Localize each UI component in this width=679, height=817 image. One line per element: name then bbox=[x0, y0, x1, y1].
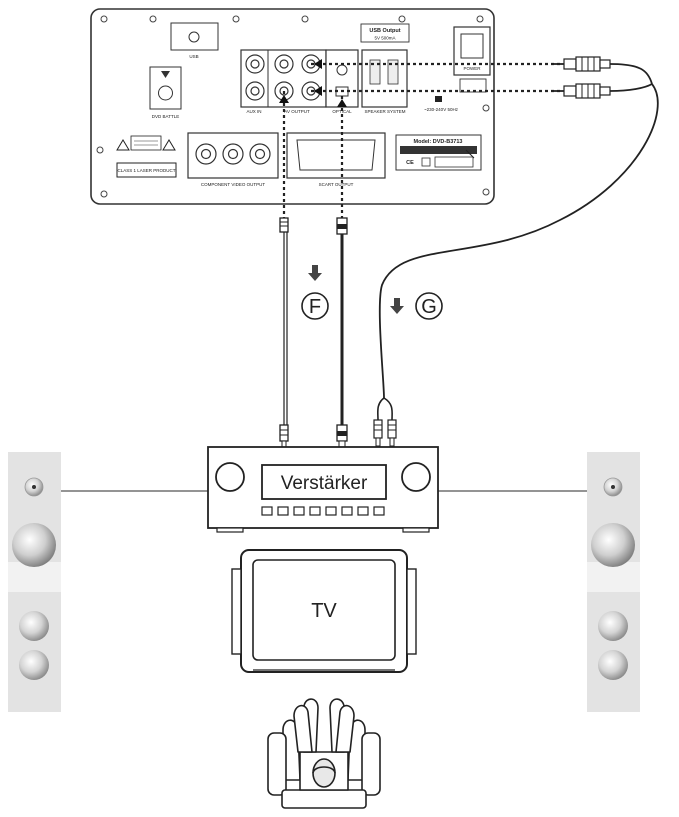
speaker-right bbox=[587, 452, 640, 712]
arrow-down-icon-g bbox=[390, 298, 404, 314]
tv: TV bbox=[231, 549, 417, 673]
audio-cable-g bbox=[378, 63, 659, 399]
warning-icon bbox=[116, 139, 130, 151]
optical-cable bbox=[336, 217, 348, 448]
arrow-down-icon bbox=[308, 265, 322, 281]
power-label: POWER bbox=[463, 66, 481, 71]
amplifier: Verstärker bbox=[207, 446, 439, 533]
marker-f-label: F bbox=[309, 296, 321, 318]
person-in-armchair-icon bbox=[267, 698, 381, 809]
scart-label: SCART OUTPUT bbox=[319, 182, 354, 187]
arrow-into-av-output bbox=[279, 95, 289, 103]
amplifier-buttons bbox=[261, 506, 385, 516]
class1-label: CLASS 1 LASER PRODUCT bbox=[117, 168, 175, 173]
speaker-system-label: SPEAKER SYSTEM bbox=[364, 109, 405, 114]
woofer bbox=[12, 523, 56, 567]
midrange-bottom bbox=[19, 650, 49, 680]
woofer-right bbox=[591, 523, 635, 567]
av-output-label: AV OUTPUT bbox=[284, 109, 310, 114]
usb-port-label: USB bbox=[189, 54, 198, 59]
arrow-into-optical bbox=[337, 99, 347, 107]
coax-cable-f bbox=[279, 217, 289, 448]
speaker-left bbox=[8, 452, 61, 712]
midrange-bottom-right bbox=[598, 650, 628, 680]
player-rear-panel: USB DVD BATTLE AUX IN AV OUTPUT OPTICAL … bbox=[90, 8, 495, 205]
component-label: COMPONENT VIDEO OUTPUT bbox=[201, 182, 265, 187]
usb-output-spec: 5V 500mA bbox=[374, 36, 395, 41]
signal-paths bbox=[282, 62, 562, 218]
arrow-into-jack-bottom bbox=[314, 86, 322, 96]
rca-plug-bottom bbox=[553, 83, 611, 99]
optical-label: OPTICAL bbox=[332, 109, 352, 114]
aux-in-label: AUX IN bbox=[246, 109, 261, 114]
ce-label: CE bbox=[406, 160, 414, 166]
arrow-into-jack-top bbox=[314, 59, 322, 69]
volume-knob-right bbox=[401, 462, 431, 492]
voltage-label: ~230-240V 50Hz bbox=[424, 107, 459, 112]
rca-plug-top bbox=[553, 56, 611, 72]
usb-output-label: USB Output bbox=[369, 28, 400, 34]
battle-label: DVD BATTLE bbox=[152, 114, 179, 119]
model-label: Model: DVD-B3713 bbox=[414, 139, 463, 145]
midrange-top-right bbox=[598, 611, 628, 641]
amplifier-display bbox=[261, 464, 387, 500]
rca-plugs-at-amplifier bbox=[373, 397, 397, 447]
midrange-top bbox=[19, 611, 49, 641]
antenna-icon bbox=[161, 71, 170, 78]
tv-label: TV bbox=[311, 600, 337, 622]
marker-g: G bbox=[390, 292, 443, 320]
marker-g-label: G bbox=[421, 296, 437, 318]
volume-knob-left bbox=[215, 462, 245, 492]
amplifier-label: Verstärker bbox=[281, 473, 368, 494]
marker-f: F bbox=[301, 265, 329, 320]
warning-icon-right bbox=[162, 139, 176, 151]
